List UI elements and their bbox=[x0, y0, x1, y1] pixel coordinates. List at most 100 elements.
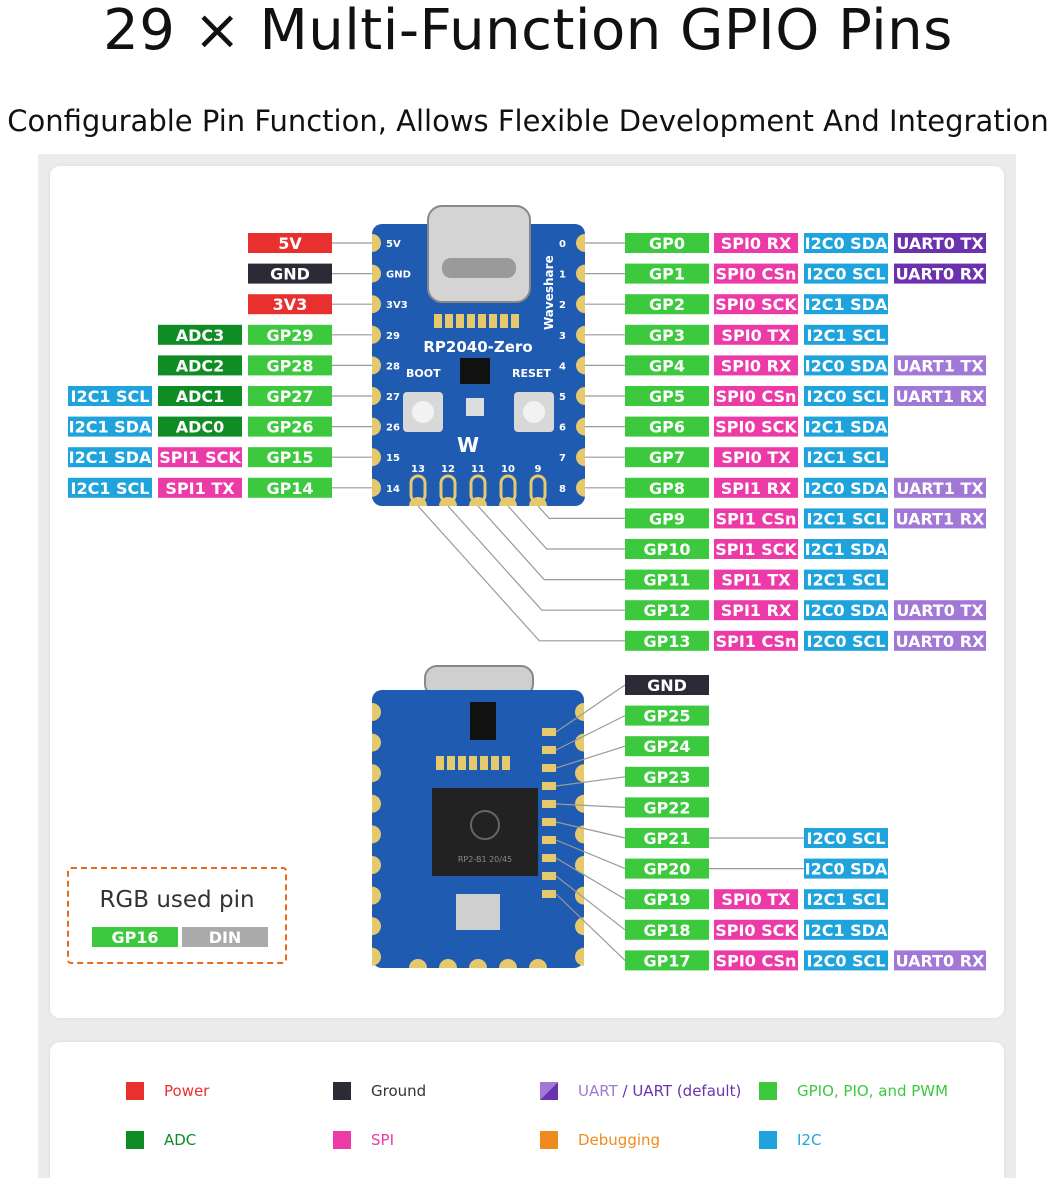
back-smd-pad bbox=[542, 782, 556, 790]
right-pin-number: 3 bbox=[559, 331, 566, 342]
right-pin-spi-bg bbox=[714, 263, 798, 284]
right-pin-i2c-bg bbox=[804, 508, 888, 529]
left-pin-gp14: GP14 bbox=[248, 477, 332, 498]
back-pin-gp17: GP17 bbox=[625, 950, 709, 971]
page-title: 29 × Multi-Function GPIO Pins bbox=[103, 0, 953, 63]
right-pin-spi-text: SPI1 RX bbox=[721, 601, 792, 620]
right-pin-i2c-bg bbox=[804, 477, 888, 498]
connector-lines bbox=[332, 242, 804, 961]
right-pin-gp1-text: GP1 bbox=[649, 265, 685, 284]
back-pin-gp25-bg bbox=[625, 705, 709, 726]
right-pin-i2c-text: I2C0 SDA bbox=[805, 234, 888, 253]
back-strip-pad bbox=[469, 756, 477, 770]
legend-swatch-power bbox=[126, 1082, 144, 1100]
left-pin-number: GND bbox=[386, 270, 411, 281]
connector-line bbox=[555, 875, 626, 931]
right-pin-gp3-bg bbox=[625, 324, 709, 345]
legend-item-spi: SPI bbox=[333, 1131, 394, 1149]
right-pin-gp2-bg bbox=[625, 294, 709, 315]
back-strip-pad bbox=[502, 756, 510, 770]
left-pin-number: 29 bbox=[386, 331, 400, 342]
right-pin-gp3: GP3 bbox=[625, 324, 709, 345]
right-pin-spi-bg bbox=[714, 600, 798, 621]
left-pad bbox=[372, 295, 381, 314]
right-pin-i2c-text: I2C1 SDA bbox=[805, 540, 888, 559]
bottom-pin-number: 10 bbox=[501, 464, 515, 475]
back-pin-i2c: I2C1 SCL bbox=[804, 889, 888, 910]
right-pin-gp0-text: GP0 bbox=[649, 234, 685, 253]
left-pad bbox=[372, 325, 381, 344]
right-pin-gp12: GP12 bbox=[625, 600, 709, 621]
back-left-pad bbox=[372, 703, 381, 721]
left-pad bbox=[372, 448, 381, 467]
right-pin-gp8-text: GP8 bbox=[649, 479, 685, 498]
back-left-pad bbox=[372, 733, 381, 752]
raspberry-logo-icon bbox=[470, 810, 500, 840]
back-pin-i2c-bg bbox=[804, 919, 888, 940]
back-right-pad bbox=[575, 886, 584, 905]
right-pin-spi-text: SPI0 CSn bbox=[716, 387, 797, 406]
left-pin-3v3: 3V3 bbox=[248, 294, 332, 315]
legend-label-power: Power bbox=[164, 1082, 210, 1100]
back-right-pad bbox=[575, 794, 584, 813]
left-pad bbox=[372, 387, 381, 405]
right-pin-gp8-bg bbox=[625, 477, 709, 498]
left-pin-adc2: ADC2 bbox=[158, 355, 242, 376]
right-pin-uart: UART0 RX bbox=[894, 263, 986, 284]
smd-pad bbox=[434, 314, 442, 328]
reset-button-cap bbox=[523, 401, 545, 423]
back-bottom-pad bbox=[469, 959, 487, 968]
left-pin-gp15-bg bbox=[248, 447, 332, 468]
right-pin-spi-text: SPI0 RX bbox=[721, 234, 792, 253]
rgb-din-label-bg bbox=[182, 927, 268, 947]
left-pin-spi1-tx-bg bbox=[158, 477, 242, 498]
right-pin-spi-bg bbox=[714, 294, 798, 315]
right-pin-gp1-bg bbox=[625, 263, 709, 284]
right-pad bbox=[576, 295, 585, 314]
right-pin-spi-text: SPI0 TX bbox=[721, 326, 791, 345]
right-pin-i2c-text: I2C0 SDA bbox=[805, 601, 888, 620]
legend-swatch-adc bbox=[126, 1131, 144, 1149]
left-pin-number: 5V bbox=[386, 239, 401, 250]
back-pin-gp25-text: GP25 bbox=[643, 707, 690, 726]
left-pin-adc0: ADC0 bbox=[158, 416, 242, 437]
back-left-pad bbox=[372, 794, 381, 813]
connector-line bbox=[555, 803, 626, 808]
back-smd-pad bbox=[542, 872, 556, 880]
back-pin-gp24: GP24 bbox=[625, 736, 709, 757]
right-pin-gp4: GP4 bbox=[625, 355, 709, 376]
bottom-pin-number: 12 bbox=[441, 464, 455, 475]
right-pad bbox=[576, 325, 585, 344]
back-smd-pad bbox=[542, 836, 556, 844]
back-pin-i2c-bg bbox=[804, 950, 888, 971]
connector-line bbox=[555, 839, 626, 870]
left-pin-gp14-bg bbox=[248, 477, 332, 498]
right-pin-gp12-text: GP12 bbox=[643, 601, 690, 620]
left-pin-i2c1-scl-bg bbox=[68, 386, 152, 406]
back-pin-gp19-text: GP19 bbox=[643, 890, 690, 909]
legend-swatch-uart-default bbox=[540, 1082, 558, 1100]
back-right-pad bbox=[575, 733, 584, 752]
legend-item-uart: UART / UART (default) bbox=[540, 1082, 741, 1100]
right-pin-spi-bg bbox=[714, 508, 798, 529]
right-pin-spi: SPI1 RX bbox=[714, 600, 798, 621]
legend-item-power: Power bbox=[126, 1082, 210, 1100]
right-pin-spi: SPI0 CSn bbox=[714, 386, 798, 406]
right-pin-i2c-bg bbox=[804, 630, 888, 651]
right-pin-spi: SPI0 CSn bbox=[714, 263, 798, 284]
back-left-pad bbox=[372, 947, 381, 966]
right-pin-uart: UART1 TX bbox=[894, 355, 986, 376]
right-pin-gp7-text: GP7 bbox=[649, 448, 685, 467]
back-smd-pad bbox=[542, 854, 556, 862]
back-pin-i2c-text: I2C0 SDA bbox=[805, 860, 888, 879]
smd-pad bbox=[445, 314, 453, 328]
legend-item-gpio: GPIO, PIO, and PWM bbox=[759, 1082, 948, 1100]
left-pin-i2c1-scl-text: I2C1 SCL bbox=[71, 387, 150, 406]
right-pin-spi: SPI1 RX bbox=[714, 477, 798, 498]
back-smd-pad bbox=[542, 764, 556, 772]
bottom-hole bbox=[469, 474, 487, 504]
left-pin-gp26: GP26 bbox=[248, 416, 332, 437]
right-pin-uart: UART1 RX bbox=[894, 386, 986, 406]
